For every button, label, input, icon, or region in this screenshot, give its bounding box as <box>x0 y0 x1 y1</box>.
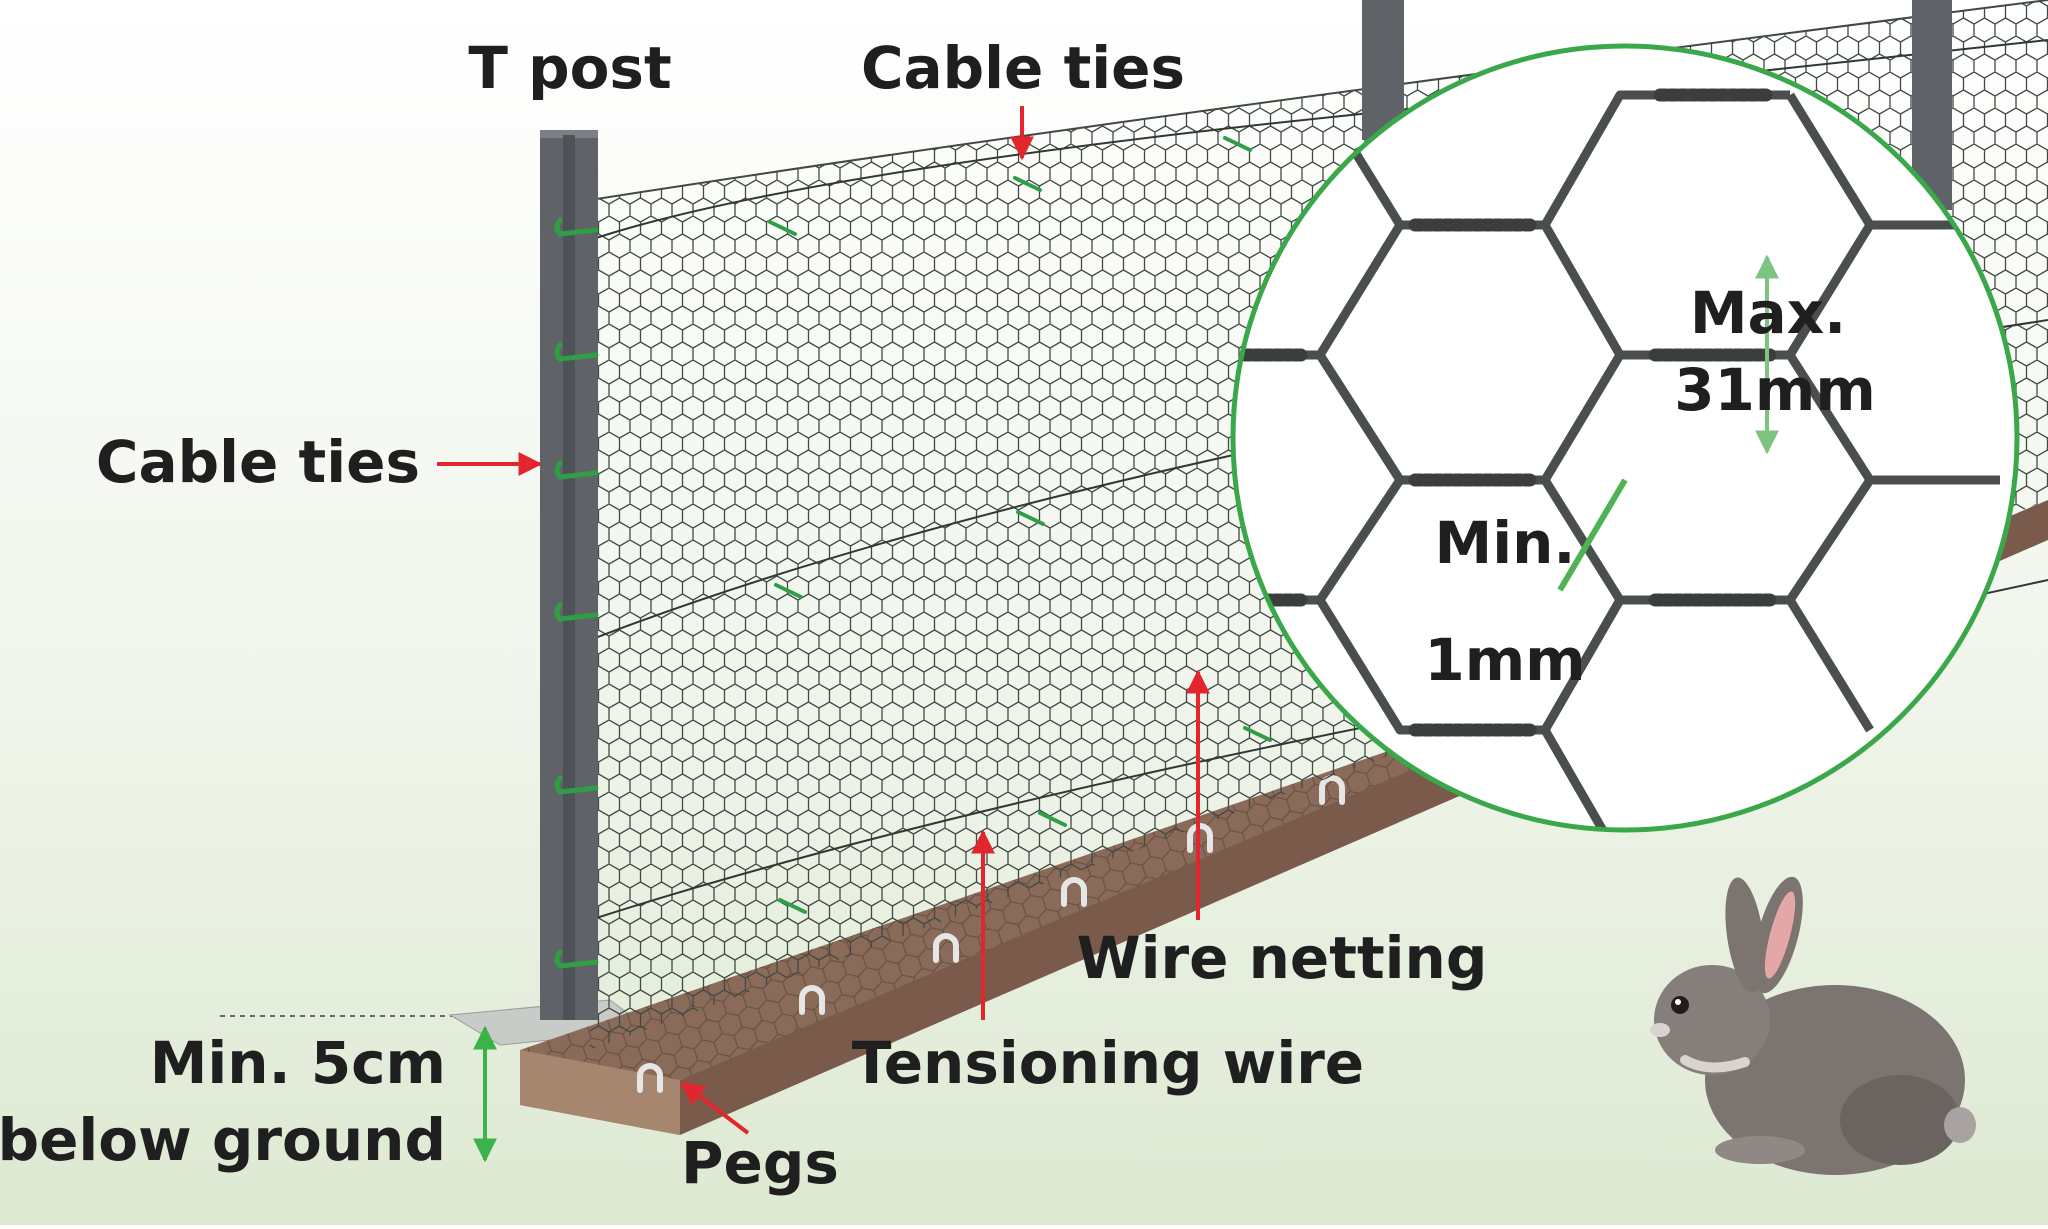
zoom-ring <box>1230 43 2020 833</box>
label-cable-ties-left: Cable ties <box>96 428 420 496</box>
peg-icon <box>1061 877 1087 907</box>
annotation-arrows <box>437 106 1210 1135</box>
label-tensioning-wire: Tensioning wire <box>852 1029 1364 1097</box>
wire-thickness-highlight <box>1557 478 1628 592</box>
label-cable-ties-top: Cable ties <box>861 34 1185 102</box>
peg-icon <box>637 1063 663 1093</box>
peg-icon <box>799 985 825 1015</box>
label-depth-line2: below ground <box>0 1106 446 1174</box>
pegs-arrow <box>680 1081 750 1135</box>
rabbit-illustration <box>1650 876 1976 1175</box>
label-max-line2: 31mm <box>1674 356 1876 424</box>
label-pegs: Pegs <box>681 1129 839 1197</box>
t-post <box>540 130 598 1020</box>
label-max-line1: Max. <box>1690 279 1846 347</box>
peg-icon <box>1319 775 1345 805</box>
cable-ties-on-wire <box>768 136 1272 914</box>
label-wire-netting: Wire netting <box>1077 924 1488 992</box>
post-cable-ties <box>554 217 599 969</box>
label-min-line1: Min. <box>1435 509 1576 577</box>
top-wire <box>589 0 2048 201</box>
label-depth-line1: Min. 5cm <box>150 1029 446 1097</box>
mesh-zoom <box>1230 43 2020 833</box>
peg-icon <box>933 933 959 963</box>
label-t-post: T post <box>468 34 671 102</box>
label-min-line2: 1mm <box>1424 626 1585 694</box>
